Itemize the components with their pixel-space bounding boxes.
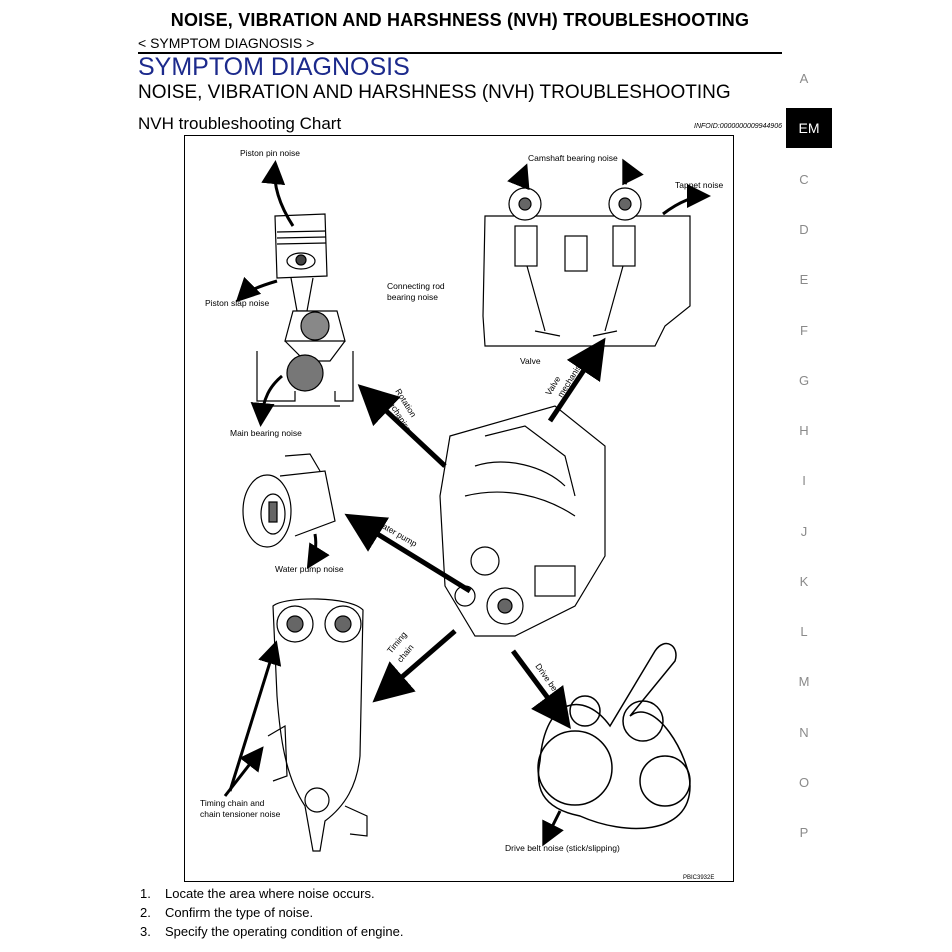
label-timing-chain-1: Timing chain and <box>200 798 265 808</box>
nav-item-em[interactable]: EM <box>786 108 832 148</box>
water-pump-illustration <box>242 453 336 548</box>
section-title: SYMPTOM DIAGNOSIS <box>138 53 410 81</box>
label-valve: Valve <box>520 356 541 366</box>
nav-item-o[interactable]: O <box>798 775 810 790</box>
step-item: 3.Specify the operating condition of eng… <box>140 924 404 939</box>
label-timing-chain-2: chain tensioner noise <box>200 809 281 819</box>
section-index-nav: A EM C D E F G H I J K L M N O P <box>786 0 832 952</box>
label-piston-slap: Piston slap noise <box>205 298 270 308</box>
info-id: INFOID:0000000009944906 <box>694 123 782 130</box>
nav-item-l[interactable]: L <box>800 624 808 639</box>
breadcrumb: < SYMPTOM DIAGNOSIS > <box>138 35 315 51</box>
drive-belt-noise-arrow <box>542 810 564 847</box>
label-water-pump-noise: Water pump noise <box>275 564 344 574</box>
nav-item-e[interactable]: E <box>799 272 809 287</box>
nav-item-d[interactable]: D <box>799 222 809 237</box>
steps-list: 1.Locate the area where noise occurs. 2.… <box>140 884 404 941</box>
chart-title: NVH troubleshooting Chart <box>138 114 342 133</box>
nvh-diagram-svg: Piston pin noise Piston slap noise Conne… <box>200 148 723 881</box>
nvh-diagram: Piston pin noise Piston slap noise Conne… <box>184 135 734 882</box>
nav-item-a[interactable]: A <box>799 71 809 86</box>
header-divider <box>138 52 782 54</box>
label-camshaft: Camshaft bearing noise <box>528 153 618 163</box>
piston-arrows <box>235 160 295 427</box>
timing-chain-illustration <box>267 598 368 852</box>
label-tappet: Tappet noise <box>675 180 723 190</box>
head-arrows <box>507 158 711 216</box>
piston-illustration <box>256 213 354 407</box>
timing-chain-noise-arrows <box>223 640 282 797</box>
nav-item-f[interactable]: F <box>800 323 808 338</box>
page-header-title: NOISE, VIBRATION AND HARSHNESS (NVH) TRO… <box>170 10 750 30</box>
cylinder-head-illustration <box>482 187 691 347</box>
label-main-bearing: Main bearing noise <box>230 428 302 438</box>
nav-item-k[interactable]: K <box>799 574 809 589</box>
nav-item-g[interactable]: G <box>798 373 810 388</box>
water-pump-noise-arrow <box>306 533 330 570</box>
nav-item-j[interactable]: J <box>800 524 808 539</box>
label-drive-belt-noise: Drive belt noise (stick/slipping) <box>505 843 620 853</box>
nav-item-i[interactable]: I <box>802 473 806 488</box>
drive-belt-illustration <box>537 642 691 830</box>
figure-code: PBIC3932E <box>683 875 714 881</box>
engine-illustration <box>439 405 606 637</box>
nav-item-p[interactable]: P <box>799 825 809 840</box>
label-conrod-2: bearing noise <box>387 292 438 302</box>
label-piston-pin: Piston pin noise <box>240 148 300 158</box>
nav-item-m[interactable]: M <box>798 674 810 689</box>
step-item: 2.Confirm the type of noise. <box>140 905 314 920</box>
label-drive-belt-arrow: Drive belt <box>533 661 562 697</box>
nav-item-c[interactable]: C <box>799 172 809 187</box>
nav-item-n[interactable]: N <box>799 725 809 740</box>
step-item: 1.Locate the area where noise occurs. <box>140 886 375 901</box>
label-conrod-1: Connecting rod <box>387 281 445 291</box>
section-subtitle: NOISE, VIBRATION AND HARSHNESS (NVH) TRO… <box>138 82 731 103</box>
engine-direction-arrows <box>344 337 606 730</box>
nav-item-h[interactable]: H <box>799 423 809 438</box>
